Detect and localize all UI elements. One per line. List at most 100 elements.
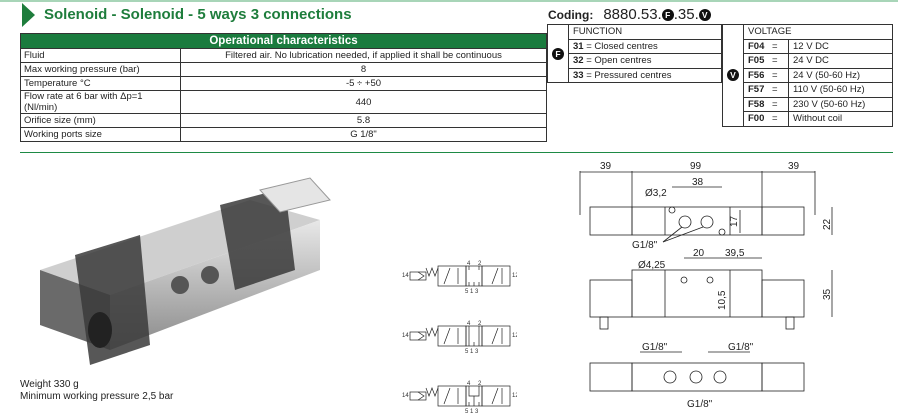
code: 32	[573, 55, 584, 67]
table-row: 32 = Open centres	[548, 53, 722, 69]
row-label: Max working pressure (bar)	[20, 62, 181, 77]
dimension-drawings: 39 99 39 38 Ø3,2 17 22 G1/8" Ø4,25 20 39…	[579, 161, 833, 410]
row-label: Fluid	[20, 48, 181, 63]
title-arrow-icon	[22, 3, 35, 27]
port-14-label: 14	[402, 333, 409, 339]
function-icon-cell: F	[547, 24, 569, 83]
coding-mid: .35.	[673, 6, 699, 23]
eq: =	[772, 98, 778, 110]
port-14-label: 14	[402, 273, 409, 279]
weight-info: Weight 330 g Minimum working pressure 2,…	[20, 379, 173, 403]
eq: =	[772, 113, 778, 125]
table-row: Flow rate at 6 bar with Δp=1 (Nl/min)440	[20, 90, 547, 114]
top-rule	[0, 0, 898, 2]
port-513-label: 5 1 3	[465, 289, 479, 295]
desc: Pressured centres	[594, 69, 672, 81]
table-row: F05=24 V DC	[723, 53, 893, 69]
voltage-icon-cell: V	[722, 24, 744, 127]
function-badge-icon: F	[552, 47, 564, 60]
min-pressure-text: Minimum working pressure 2,5 bar	[20, 391, 174, 402]
dim-99: 99	[690, 161, 702, 172]
dim-bore-3-2: Ø3,2	[645, 188, 667, 199]
row-label: Temperature °C	[20, 76, 181, 91]
desc: 24 V DC	[788, 53, 893, 69]
table-row: F58 = 230 V (50-60 Hz)	[723, 96, 893, 112]
code: 31	[573, 40, 584, 52]
table-row: F56 = 24 V (50-60 Hz)	[723, 67, 893, 83]
table-row: 31 = Closed centres	[548, 38, 722, 54]
port-12-label: 12	[512, 273, 517, 279]
row-value: Filtered air. No lubrication needed, if …	[180, 48, 547, 63]
function-table: F FUNCTION 31 = Closed centres 32 = Open …	[547, 24, 722, 83]
code: F57	[748, 84, 765, 96]
bottom-view	[589, 351, 805, 392]
eq: =	[772, 84, 778, 96]
dim-20: 20	[693, 248, 705, 259]
symbol-open-centres: 1412425 1 3	[402, 321, 517, 355]
voltage-badge-icon: V	[698, 9, 711, 22]
dim-bore-4-25: Ø4,25	[638, 260, 666, 271]
row-label: Flow rate at 6 bar with Δp=1 (Nl/min)	[20, 90, 181, 114]
row-value: 440	[180, 90, 547, 114]
table-header: Operational characteristics	[20, 33, 547, 49]
eq: =	[586, 69, 592, 81]
symbol-pressured-centres: 1412425 1 3	[402, 381, 517, 415]
dim-39-right: 39	[788, 161, 800, 172]
row-value: 5.8	[180, 113, 547, 128]
dim-port-g18-right: G1/8"	[728, 342, 754, 353]
coding-label: Coding:	[548, 8, 594, 22]
table-row: F00=Without coil	[723, 111, 893, 127]
dim-port-g18-bottom: G1/8"	[687, 399, 713, 410]
code: F05	[748, 55, 765, 67]
desc: 110 V (50-60 Hz)	[788, 82, 893, 98]
code: F56	[748, 69, 765, 81]
desc: Without coil	[788, 111, 893, 127]
port-2-label: 2	[478, 381, 482, 387]
desc: Open centres	[594, 55, 652, 67]
eq: =	[586, 55, 592, 67]
dim-17: 17	[729, 215, 740, 227]
function-badge-icon: F	[661, 9, 674, 22]
port-2-label: 2	[478, 321, 482, 327]
coding-prefix: 8880.53.	[603, 6, 662, 23]
page-title: Solenoid - Solenoid - 5 ways 3 connectio…	[44, 6, 352, 23]
top-view	[579, 171, 833, 243]
code: F58	[748, 98, 765, 110]
dim-35: 35	[822, 288, 833, 300]
dim-39-5: 39,5	[725, 248, 745, 259]
port-12-label: 12	[512, 393, 517, 399]
table-row: F57 = 110 V (50-60 Hz)	[723, 82, 893, 98]
function-header: FUNCTION	[568, 24, 722, 40]
code: 33	[573, 69, 584, 81]
desc: 24 V (50-60 Hz)	[788, 67, 893, 83]
table-row: F04=12 V DC	[723, 38, 893, 54]
table-row: Temperature °C-5 ÷ +50	[20, 76, 547, 91]
port-4-label: 4	[467, 261, 471, 267]
coding: Coding: 8880.53.F.35.V	[548, 6, 711, 23]
dim-10-5: 10,5	[717, 290, 728, 310]
port-14-label: 14	[402, 393, 409, 399]
row-label: Working ports size	[20, 127, 181, 142]
port-4-label: 4	[467, 321, 471, 327]
voltage-badge-icon: V	[727, 69, 739, 82]
desc: 230 V (50-60 Hz)	[788, 96, 893, 112]
dim-39-left: 39	[600, 161, 612, 172]
code: F04	[748, 40, 765, 52]
row-value: G 1/8"	[180, 127, 547, 142]
symbol-closed-centres: 1412425 1 3	[402, 261, 517, 295]
row-value: 8	[180, 62, 547, 77]
row-label: Orifice size (mm)	[20, 113, 181, 128]
section-divider	[20, 152, 893, 153]
side-view	[589, 257, 833, 330]
port-513-label: 5 1 3	[465, 349, 479, 355]
eq: =	[772, 69, 778, 81]
desc: Closed centres	[594, 40, 658, 52]
dim-22: 22	[822, 218, 833, 230]
dim-38: 38	[692, 177, 704, 188]
table-row: Max working pressure (bar)8	[20, 62, 547, 77]
port-4-label: 4	[467, 381, 471, 387]
eq: =	[772, 40, 778, 52]
